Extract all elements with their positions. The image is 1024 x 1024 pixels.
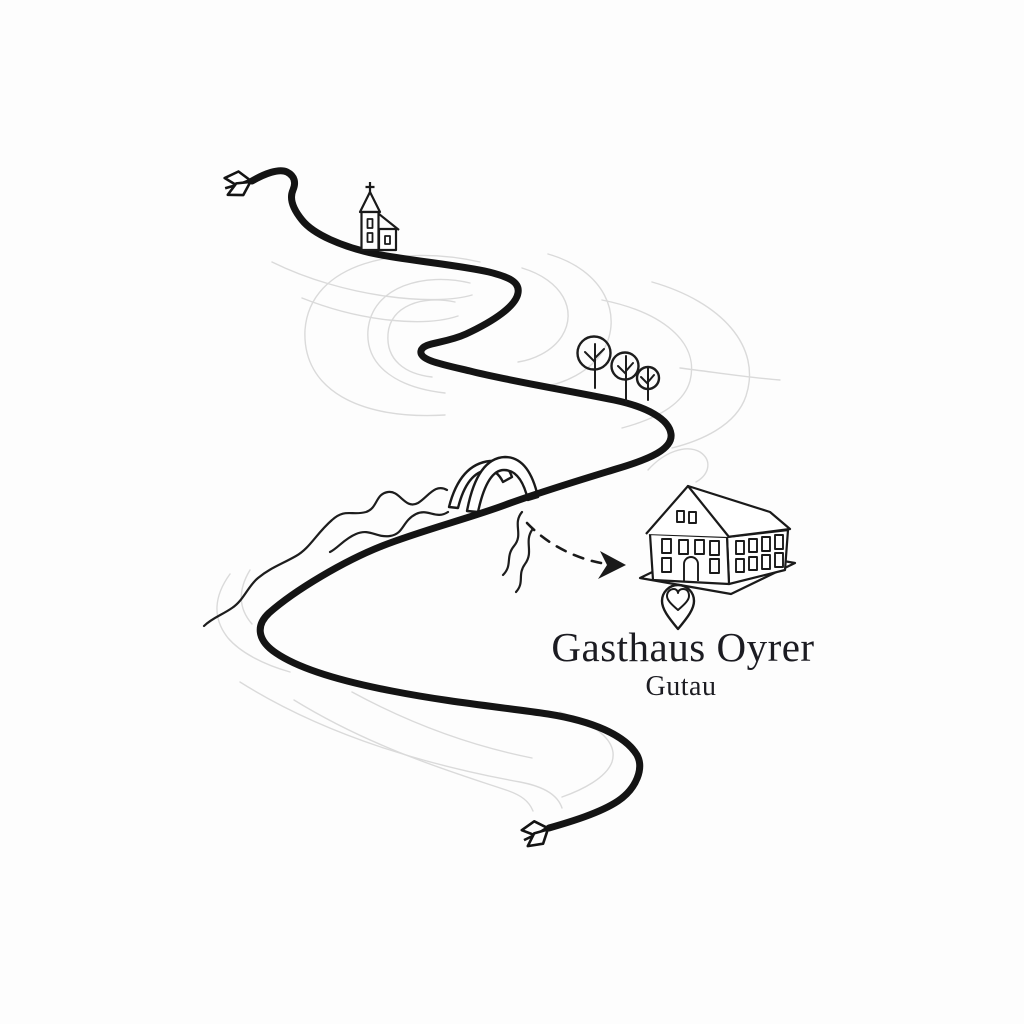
arrow-fletching-end-icon <box>520 820 554 848</box>
tree-icon <box>635 365 661 401</box>
tree-icon <box>610 351 640 402</box>
heart-pin-icon <box>660 583 696 631</box>
trees-icon <box>576 335 661 402</box>
guesthouse-icon <box>638 484 797 596</box>
stream-wave-lines <box>202 487 534 628</box>
arrow-fletching-start-icon <box>223 170 257 197</box>
route-path <box>248 167 675 832</box>
church-icon <box>358 182 400 252</box>
tree-icon <box>576 335 612 389</box>
map-subtitle: Gutau <box>646 671 717 702</box>
map-title: Gasthaus Oyrer <box>551 624 814 670</box>
dashed-arrow-icon <box>525 521 626 579</box>
bridge-icon <box>447 455 540 514</box>
